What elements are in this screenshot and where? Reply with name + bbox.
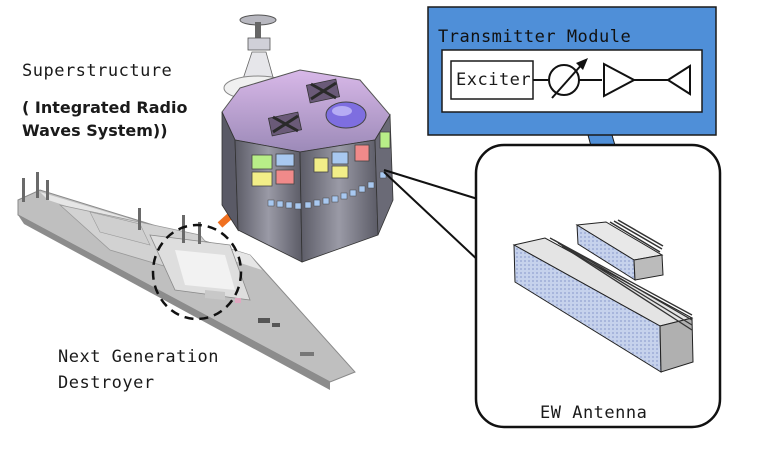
ew-antenna-label: EW Antenna — [540, 403, 648, 423]
callout-line-lower — [383, 171, 482, 264]
exciter-box — [450, 60, 534, 100]
integrated-radio-label-line2: Waves System)) — [22, 121, 168, 140]
antenna-icon — [666, 64, 691, 96]
highlight-ellipse — [151, 223, 243, 321]
next-generation-label-line1: Next Generation — [58, 347, 220, 367]
transmitter-callout — [427, 6, 717, 226]
integrated-radio-label-line1: ( Integrated Radio — [22, 98, 188, 117]
superstructure-label: Superstructure — [22, 61, 173, 81]
superstructure-illustration — [221, 14, 394, 263]
destroyer-label-line2: Destroyer — [58, 373, 155, 393]
ew-antenna-illustration — [512, 219, 694, 373]
transmitter-module-label: Transmitter Module — [438, 27, 632, 47]
phase-shifter-icon — [548, 58, 588, 99]
ship-illustration — [17, 172, 356, 390]
amplifier-icon — [603, 62, 637, 98]
callout-line-upper — [383, 169, 482, 201]
exciter-label: Exciter — [456, 70, 532, 90]
